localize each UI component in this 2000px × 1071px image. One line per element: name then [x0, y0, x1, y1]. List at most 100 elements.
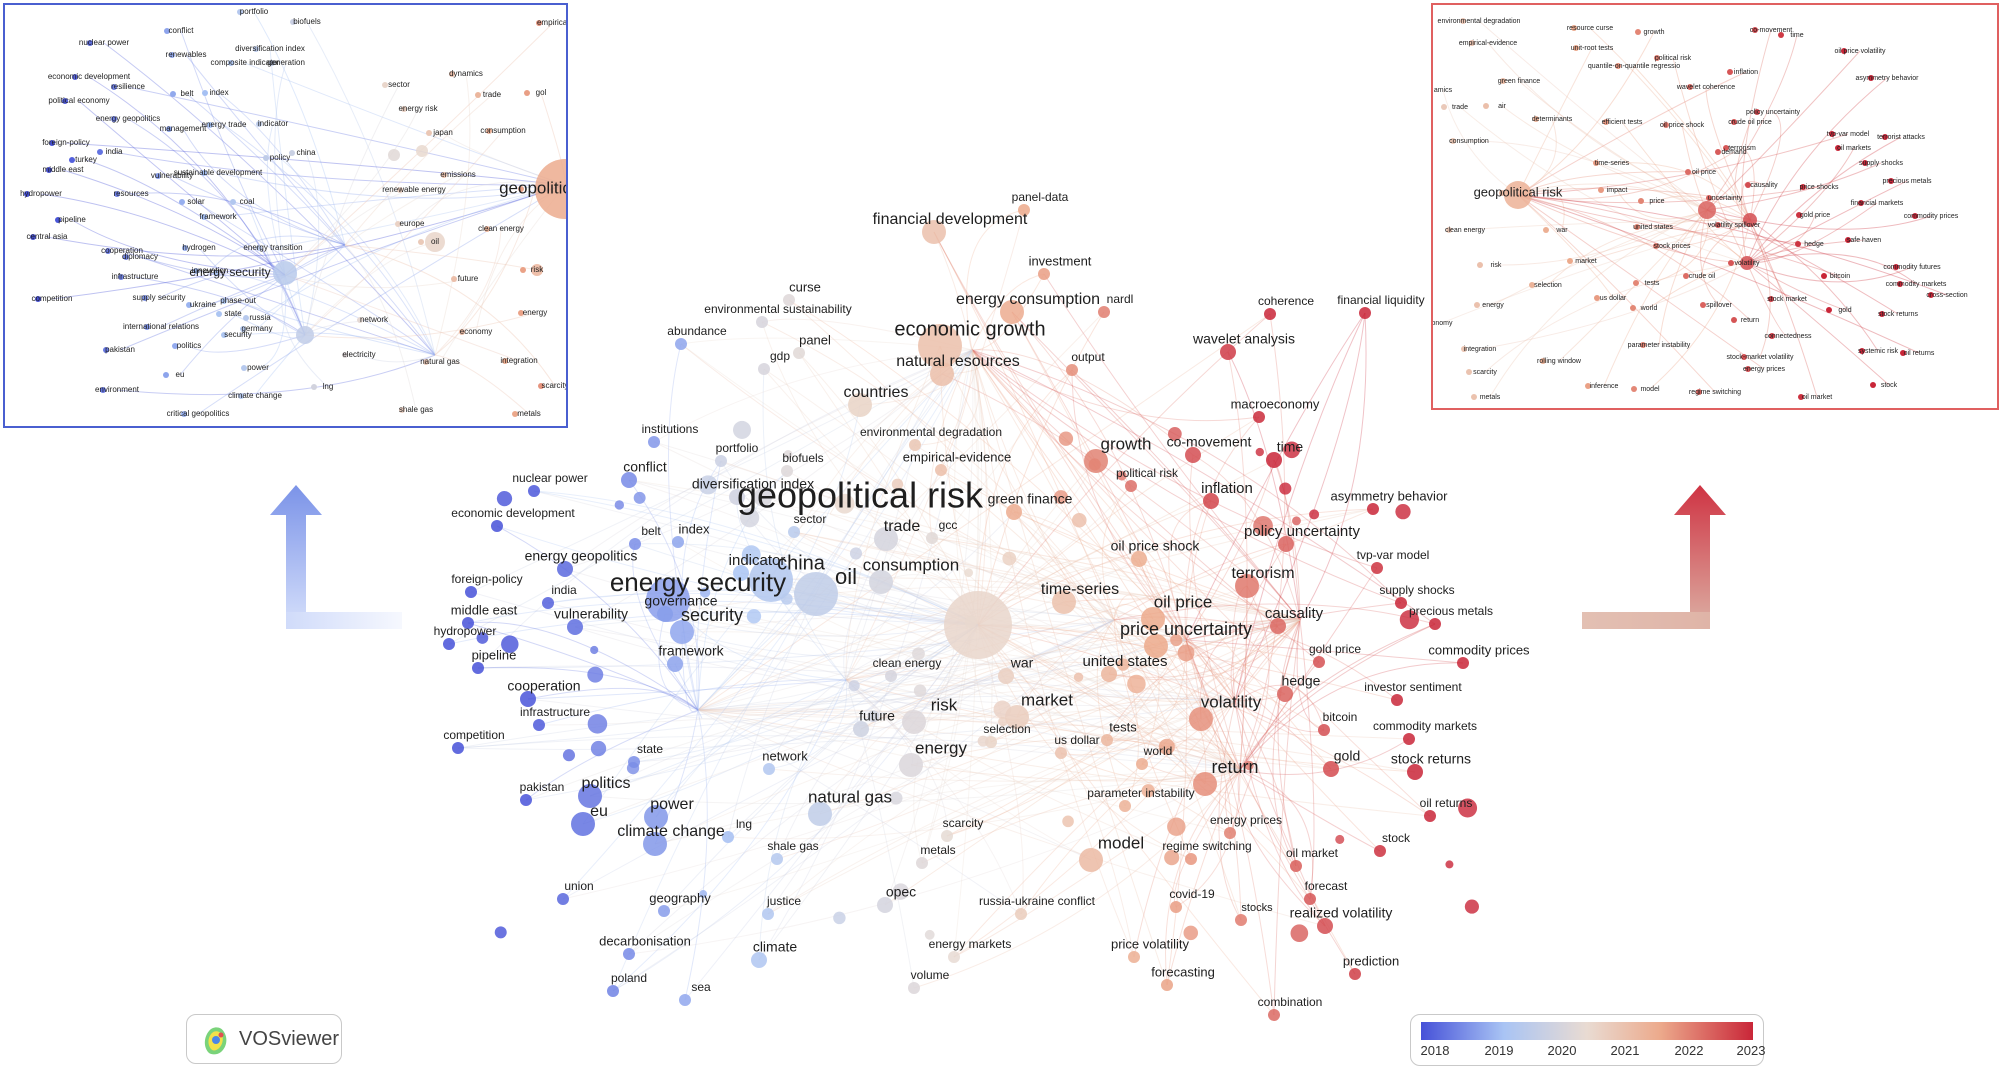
keyword-node	[733, 565, 749, 581]
right-inset-label: market	[1575, 258, 1596, 265]
right-inset-label: gold price	[1800, 212, 1830, 219]
right-inset-label: selection	[1534, 282, 1562, 289]
keyword-label: energy consumption	[956, 291, 1100, 308]
keyword-label: parameter instability	[1087, 786, 1194, 800]
keyword-node	[941, 830, 953, 842]
right-inset-label: determinants	[1532, 116, 1573, 123]
keyword-node	[491, 520, 503, 532]
keyword-label: stock	[1382, 831, 1411, 845]
right-inset-label: geopolitical risk	[1474, 184, 1563, 199]
keyword-label: biofuels	[782, 451, 823, 465]
keyword-label: green finance	[988, 491, 1073, 507]
keyword-node	[1630, 305, 1636, 311]
keyword-label: index	[678, 521, 710, 536]
right-inset-label: supply shocks	[1859, 160, 1903, 167]
left-inset-label: shale gas	[399, 405, 433, 414]
keyword-node	[1633, 280, 1639, 286]
keyword-node	[1359, 307, 1371, 319]
right-inset-label: uncertainty	[1708, 195, 1743, 202]
keyword-label: time	[1277, 439, 1304, 455]
keyword-node	[926, 532, 938, 544]
keyword-node	[877, 897, 893, 913]
keyword-node	[472, 662, 484, 674]
keyword-label: governance	[644, 593, 717, 609]
keyword-node	[1185, 447, 1201, 463]
right-inset-label: bitcoin	[1830, 273, 1850, 280]
right-inset-label: clean energy	[1445, 227, 1486, 234]
keyword-label: regime switching	[1162, 839, 1251, 853]
left-inset-label: framework	[199, 212, 237, 221]
keyword-node	[1170, 634, 1183, 647]
keyword-label: energy geopolitics	[525, 548, 638, 564]
keyword-label: russia-ukraine conflict	[979, 894, 1096, 908]
right-inset-label: war	[1555, 227, 1568, 234]
keyword-node	[502, 358, 508, 364]
keyword-node	[1928, 292, 1934, 298]
keyword-node	[1687, 84, 1693, 90]
keyword-node	[1715, 222, 1721, 228]
keyword-label: risk	[931, 695, 958, 714]
keyword-label: consumption	[863, 555, 959, 574]
keyword-label: realized volatility	[1290, 905, 1393, 921]
right-inset-label: tests	[1645, 280, 1660, 287]
keyword-node	[1728, 260, 1734, 266]
left-inset-label: coal	[240, 197, 255, 206]
keyword-label: inflation	[1201, 480, 1253, 497]
keyword-node	[1500, 78, 1506, 84]
keyword-label: commodity markets	[1373, 719, 1477, 733]
keyword-node	[105, 248, 111, 254]
keyword-node	[1002, 551, 1017, 566]
keyword-node	[62, 98, 68, 104]
keyword-node	[240, 326, 246, 332]
keyword-label: scarcity	[943, 816, 984, 830]
right-inset-label: inference	[1590, 383, 1619, 390]
keyword-node	[1193, 772, 1217, 796]
keyword-node	[1571, 25, 1577, 31]
keyword-node	[1098, 306, 1110, 318]
keyword-node	[869, 570, 893, 594]
left-inset-label: diversification index	[235, 44, 305, 53]
keyword-label: future	[859, 708, 895, 724]
right-inset-label: price	[1649, 198, 1664, 205]
keyword-label: power	[650, 796, 694, 813]
keyword-node	[1727, 69, 1733, 75]
keyword-label: institutions	[642, 422, 699, 436]
left-inset-label: international relations	[123, 322, 199, 331]
network-nodes	[443, 204, 1479, 1021]
right-inset-label: time	[1790, 32, 1803, 39]
keyword-node	[891, 478, 904, 490]
keyword-node	[1101, 666, 1117, 682]
keyword-node	[756, 316, 768, 328]
keyword-node	[97, 149, 103, 155]
keyword-node	[1391, 694, 1403, 706]
right-inset-label: oil markets	[1837, 145, 1871, 152]
keyword-node	[535, 159, 566, 219]
left-inset-label: solar	[187, 197, 205, 206]
keyword-node	[221, 298, 227, 304]
keyword-node	[1290, 924, 1309, 943]
keyword-node	[1731, 317, 1737, 323]
left-inset-label: conflict	[169, 26, 195, 35]
keyword-node	[1055, 747, 1067, 759]
keyword-node	[397, 187, 403, 193]
keyword-node	[1058, 431, 1074, 446]
keyword-node	[494, 926, 507, 939]
keyword-node	[111, 84, 117, 90]
keyword-node	[1079, 848, 1103, 872]
keyword-label: forecasting	[1151, 964, 1215, 979]
keyword-node	[1264, 308, 1276, 320]
keyword-node	[452, 742, 464, 754]
keyword-node	[1888, 178, 1894, 184]
keyword-node	[426, 130, 432, 136]
keyword-node	[1279, 482, 1292, 495]
keyword-node	[1136, 758, 1148, 770]
keyword-node	[867, 710, 880, 723]
left-inset-label: integration	[500, 356, 537, 365]
keyword-node	[484, 226, 490, 232]
keyword-node	[1634, 224, 1640, 230]
keyword-node	[808, 802, 832, 826]
keyword-node	[729, 489, 745, 505]
keyword-node	[144, 324, 150, 330]
keyword-node	[781, 465, 793, 477]
keyword-node	[948, 951, 960, 963]
